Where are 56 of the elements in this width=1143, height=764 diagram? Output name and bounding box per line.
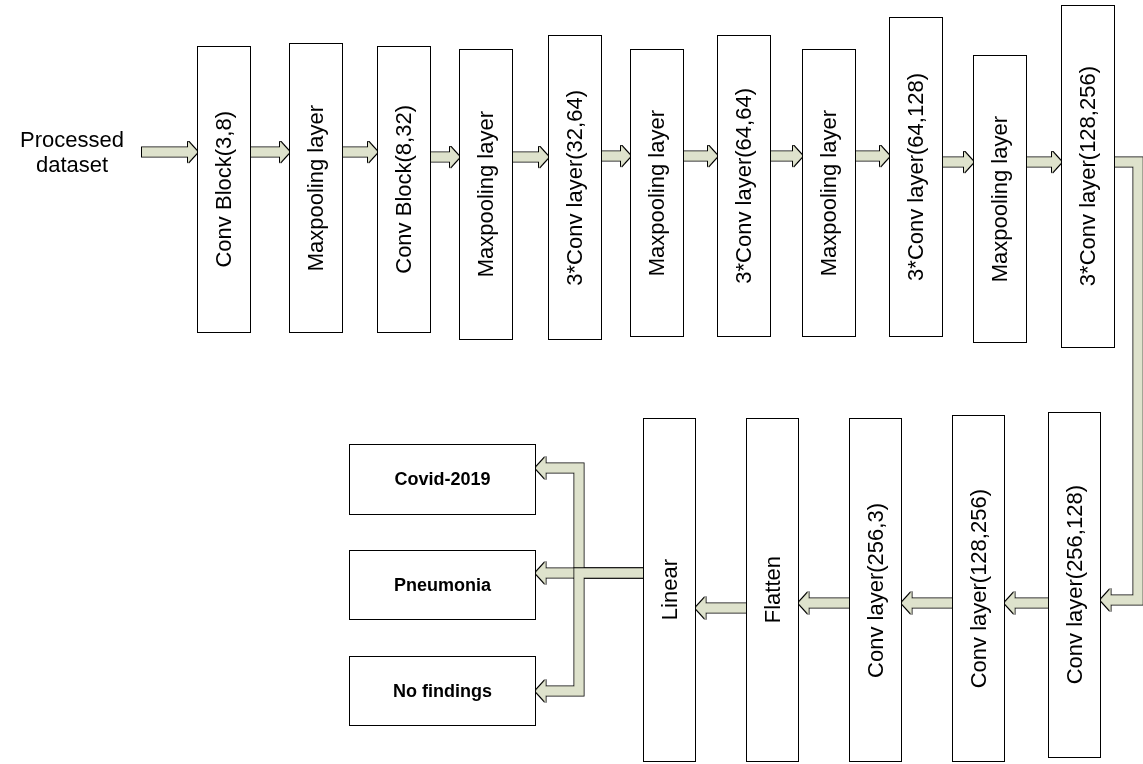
layer-label: Maxpooling layer xyxy=(473,111,499,278)
block-arrow xyxy=(142,141,198,163)
layer-box xyxy=(459,49,513,340)
block-arrow xyxy=(1100,157,1143,611)
block-arrow xyxy=(602,145,631,167)
output-box xyxy=(349,444,536,515)
output-box xyxy=(349,550,536,620)
layer-box xyxy=(746,418,799,762)
block-arrow xyxy=(771,145,803,167)
block-arrow xyxy=(1027,151,1062,173)
block-arrow xyxy=(943,151,974,173)
layer-label: Conv layer(128,256) xyxy=(965,488,992,689)
block-arrow xyxy=(535,568,643,702)
layer-label: 3*Conv layer(64,128) xyxy=(903,73,929,281)
class-label: No findings xyxy=(393,680,492,702)
layer-box xyxy=(377,46,431,333)
layer-box xyxy=(289,43,343,333)
class-label: Pneumonia xyxy=(394,574,491,596)
block-arrow xyxy=(684,145,718,167)
layer-label: Maxpooling layer xyxy=(644,109,670,277)
block-arrow xyxy=(513,146,549,168)
layer-box xyxy=(889,17,943,337)
layer-label: Conv Block(3,8) xyxy=(211,111,237,268)
layer-box xyxy=(643,418,696,762)
class-label: Covid-2019 xyxy=(394,469,491,490)
layer-label: Conv layer(256,3) xyxy=(862,502,889,678)
layer-box xyxy=(1048,412,1101,758)
block-arrow xyxy=(343,141,378,163)
layer-label: 3*Conv layer(32,64) xyxy=(562,89,588,286)
block-arrow xyxy=(431,146,460,168)
block-arrow xyxy=(695,597,746,619)
block-arrow xyxy=(251,141,290,163)
layer-box xyxy=(849,418,902,762)
layer-label: Maxpooling layer xyxy=(987,115,1013,283)
layer-box xyxy=(548,35,602,340)
layer-label: 3*Conv layer(128,256) xyxy=(1075,66,1101,287)
layer-box xyxy=(197,46,251,333)
block-arrow xyxy=(1004,592,1048,614)
layer-box xyxy=(1061,5,1115,348)
layer-label: Maxpooling layer xyxy=(303,104,329,272)
block-arrow xyxy=(798,592,849,614)
output-box xyxy=(349,656,536,726)
block-arrow xyxy=(901,592,952,614)
layer-label: Linear xyxy=(656,559,683,621)
layer-label: Conv Block(8,32) xyxy=(391,105,417,274)
layer-label: Maxpooling layer xyxy=(816,109,842,277)
layer-box xyxy=(802,49,856,337)
input-label: Processed dataset xyxy=(19,126,125,178)
layer-box xyxy=(717,35,771,337)
block-arrow xyxy=(856,145,890,167)
layer-label: Conv layer(256,128) xyxy=(1061,485,1088,685)
layer-label: Flatten xyxy=(759,556,786,624)
layer-box xyxy=(630,49,684,337)
layer-box xyxy=(952,415,1005,762)
layer-box xyxy=(973,55,1027,343)
layer-label: 3*Conv layer(64,64) xyxy=(731,88,757,284)
